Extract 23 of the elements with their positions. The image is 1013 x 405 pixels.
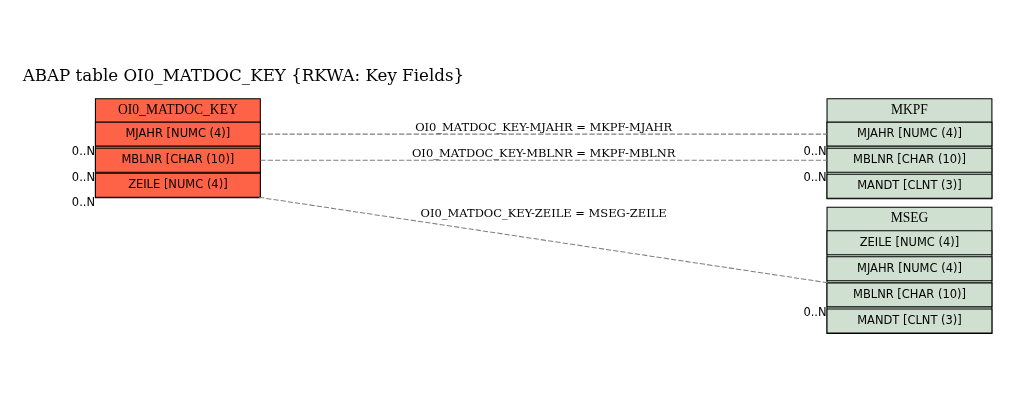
connector: [259, 133, 828, 135]
node-box: MJAHR [NUMC (4)]: [826, 256, 993, 282]
node-box: ZEILE [NUMC (4)]: [826, 230, 993, 256]
node-label: 0..N: [803, 144, 827, 159]
edge-label: OI0_MATDOC_KEY-MJAHR = MKPF-MJAHR: [415, 119, 673, 134]
node-box: MBLNR [CHAR (10)]: [94, 147, 261, 173]
diagram-title: ABAP table OI0_MATDOC_KEY {RKWA: Key Fields}: [22, 65, 465, 85]
node-label: 0..N: [71, 144, 96, 159]
node-label: 0..N: [803, 170, 827, 185]
node-box: MANDT [CLNT (3)]: [826, 308, 993, 334]
node-label: 0..N: [803, 305, 827, 320]
node-label: 0..N: [71, 195, 96, 210]
node-box: MJAHR [NUMC (4)]: [94, 121, 261, 147]
node-label: 0..N: [71, 170, 96, 185]
node-box: MANDT [CLNT (3)]: [826, 173, 993, 199]
edge-label: OI0_MATDOC_KEY-ZEILE = MSEG-ZEILE: [420, 206, 667, 221]
node-box: MJAHR [NUMC (4)]: [826, 121, 993, 147]
connector: [259, 159, 828, 161]
connector: [258, 196, 829, 284]
node-box: ZEILE [NUMC (4)]: [94, 172, 261, 198]
edge-label: OI0_MATDOC_KEY-MBLNR = MKPF-MBLNR: [411, 145, 676, 160]
node-box: MBLNR [CHAR (10)]: [826, 147, 993, 173]
node-box: MBLNR [CHAR (10)]: [826, 282, 993, 308]
